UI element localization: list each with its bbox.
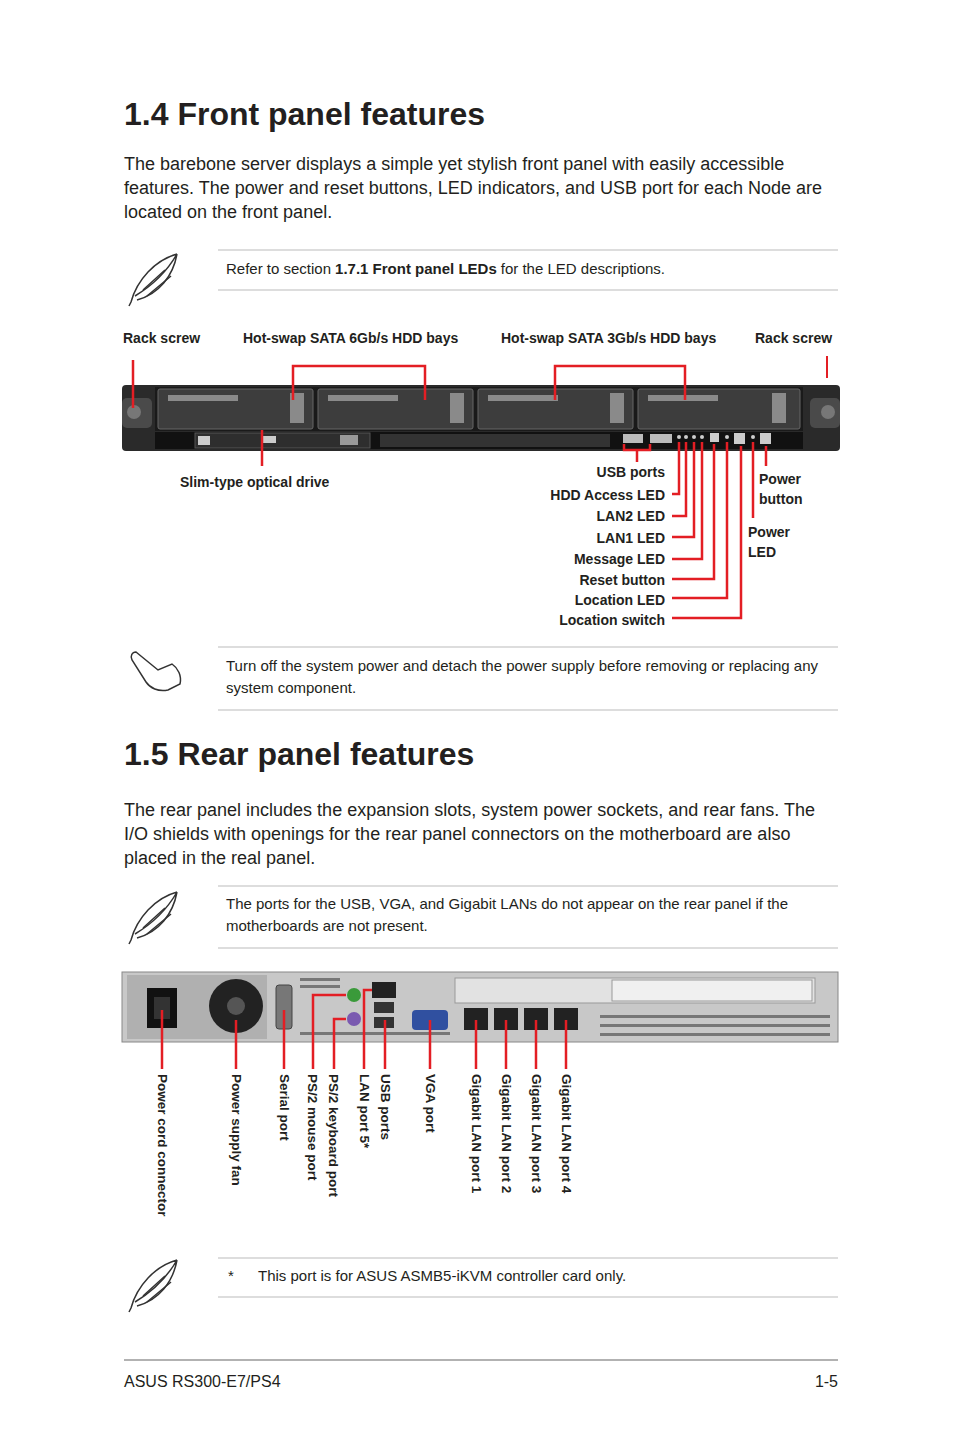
callout-label: Rack screw (123, 329, 200, 347)
callout-label: Serial port (275, 1074, 293, 1141)
callout-label: Gigabit LAN port 2 (497, 1074, 515, 1193)
callout-label: Gigabit LAN port 3 (527, 1074, 545, 1193)
callout-label: VGA port (421, 1074, 439, 1133)
footnote-mark: * (228, 1266, 234, 1286)
note-reference: 1.7.1 Front panel LEDs (335, 259, 497, 279)
body-text: The barebone server displays a simple ye… (124, 152, 844, 224)
callout-label: LAN1 LED (597, 529, 665, 547)
callout-label: Message LED (574, 550, 665, 568)
warning-text: Turn off the system power and detach the… (226, 655, 826, 699)
note-text: for the LED descriptions. (501, 259, 665, 279)
callout-label: LAN port 5* (355, 1074, 373, 1148)
callout-label: PS/2 keyboard port (324, 1074, 342, 1197)
callout-label: USB ports (376, 1074, 394, 1140)
callout-label: Location switch (559, 611, 665, 629)
callout-label: Power supply fan (227, 1074, 245, 1186)
callout-label: Power cord connector (153, 1074, 171, 1217)
callout-label: Gigabit LAN port 4 (557, 1074, 575, 1193)
callout-label: USB ports (597, 463, 665, 481)
callout-label: Slim-type optical drive (180, 473, 329, 491)
callout-label: Power button (759, 469, 819, 509)
section-heading: 1.4 Front panel features (124, 94, 485, 136)
callout-label: Rack screw (755, 329, 832, 347)
callout-label: LAN2 LED (597, 507, 665, 525)
section-heading: 1.5 Rear panel features (124, 734, 474, 776)
footer-text: ASUS RS300-E7/PS4 (124, 1372, 281, 1393)
note-text: The ports for the USB, VGA, and Gigabit … (226, 893, 836, 937)
callout-label: Power LED (748, 522, 798, 562)
callout-label: Location LED (575, 591, 665, 609)
note-text: Refer to section (226, 259, 331, 279)
page-number: 1-5 (815, 1372, 838, 1393)
callout-label: HDD Access LED (550, 486, 665, 504)
callout-label: Hot-swap SATA 3Gb/s HDD bays (501, 329, 716, 347)
callout-label: PS/2 mouse port (303, 1074, 321, 1181)
body-text: The rear panel includes the expansion sl… (124, 798, 844, 870)
footnote-text: This port is for ASUS ASMB5-iKVM control… (258, 1266, 626, 1286)
callout-label: Reset button (579, 571, 665, 589)
callout-label: Hot-swap SATA 6Gb/s HDD bays (243, 329, 458, 347)
callout-label: Gigabit LAN port 1 (467, 1074, 485, 1193)
